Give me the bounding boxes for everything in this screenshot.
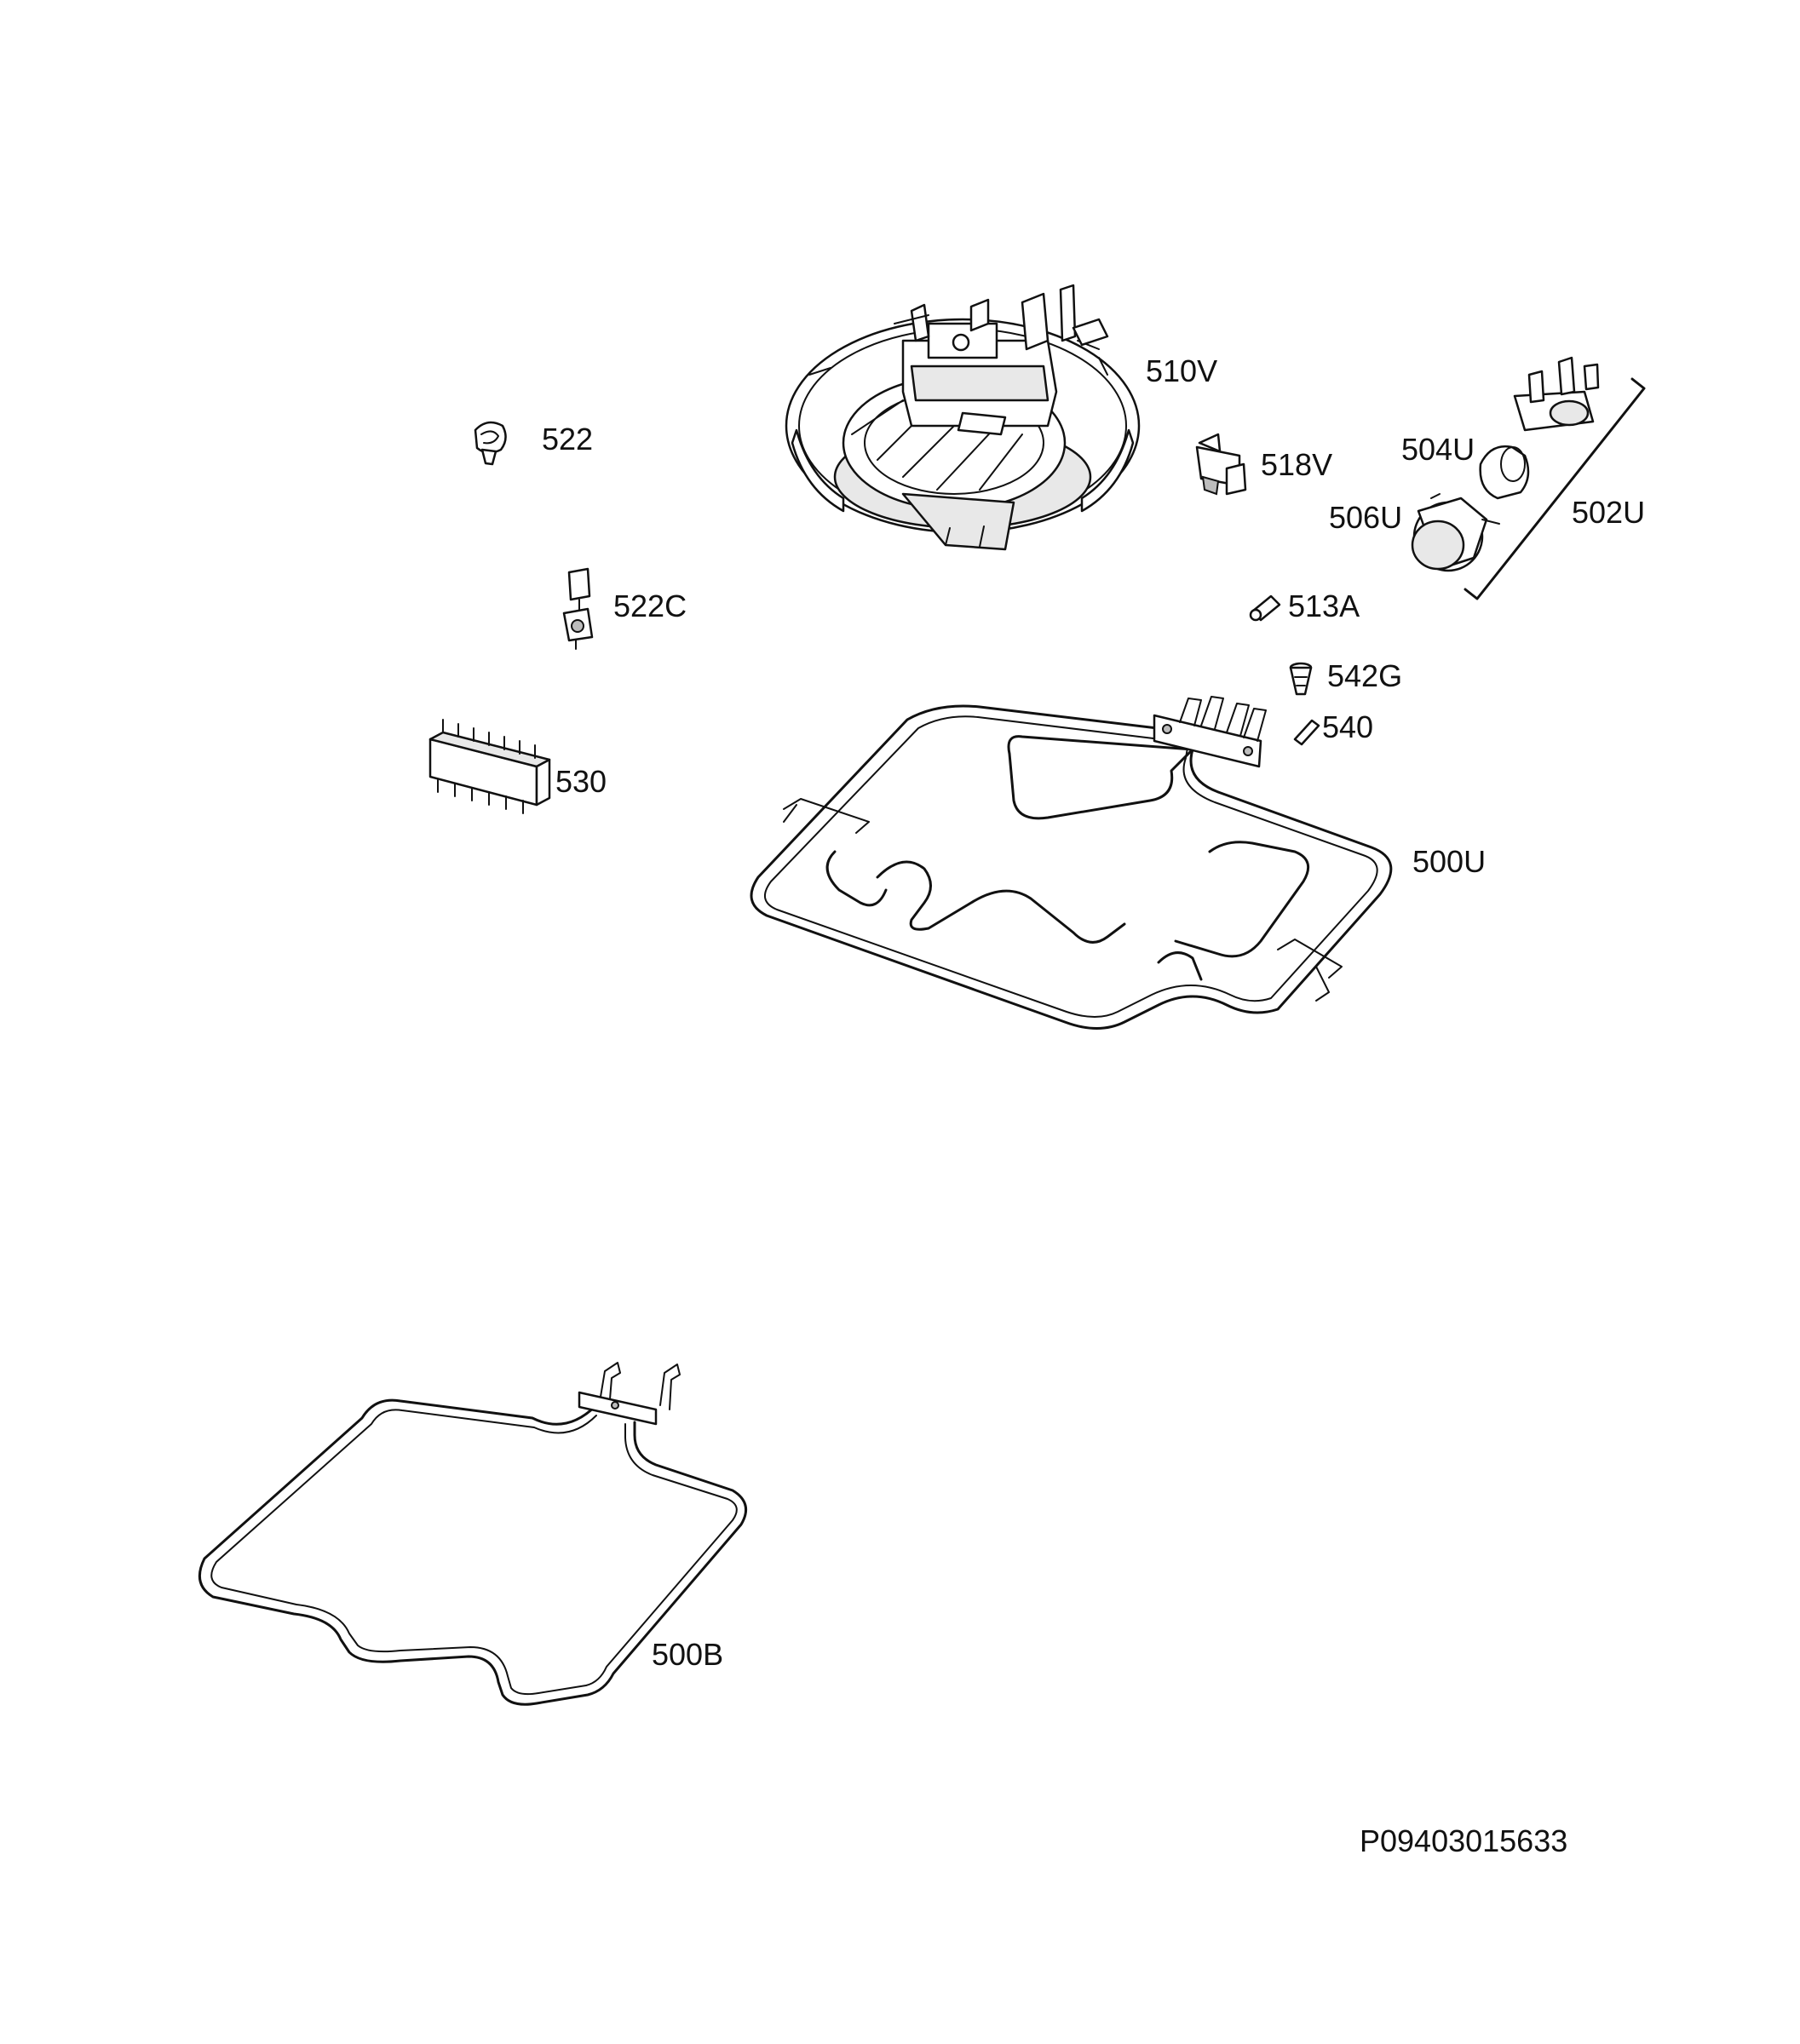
part-513a (1249, 594, 1281, 622)
upper-heating-element-500u (750, 696, 1393, 1030)
clip-522 (474, 421, 507, 466)
lamp-holder (1513, 356, 1600, 432)
label-540: 540 (1322, 709, 1373, 744)
terminal-block-530 (428, 719, 551, 814)
cone-542g (1289, 662, 1313, 696)
label-522c: 522C (613, 589, 687, 623)
label-542g: 542G (1327, 658, 1402, 693)
drawing-id: P09403015633 (1360, 1823, 1567, 1858)
label-530: 530 (555, 764, 607, 799)
lamp-glass-504u (1479, 445, 1530, 500)
label-510v: 510V (1146, 353, 1217, 388)
label-506u: 506U (1329, 500, 1402, 535)
label-513a: 513A (1288, 589, 1360, 623)
label-502u: 502U (1572, 495, 1645, 530)
pin-540 (1293, 719, 1320, 746)
label-504u: 504U (1401, 432, 1475, 467)
label-518v: 518V (1261, 447, 1332, 482)
lower-heating-element-500b (198, 1362, 748, 1706)
group-bracket-502u (1464, 377, 1646, 600)
label-522: 522 (542, 422, 593, 456)
switch-522c (562, 567, 594, 650)
bracket-518v (1195, 433, 1247, 496)
label-500b: 500B (652, 1637, 723, 1672)
lamp-cover-506u (1411, 493, 1500, 572)
fan-motor-assembly-510v (785, 284, 1141, 551)
label-500u: 500U (1412, 844, 1486, 879)
